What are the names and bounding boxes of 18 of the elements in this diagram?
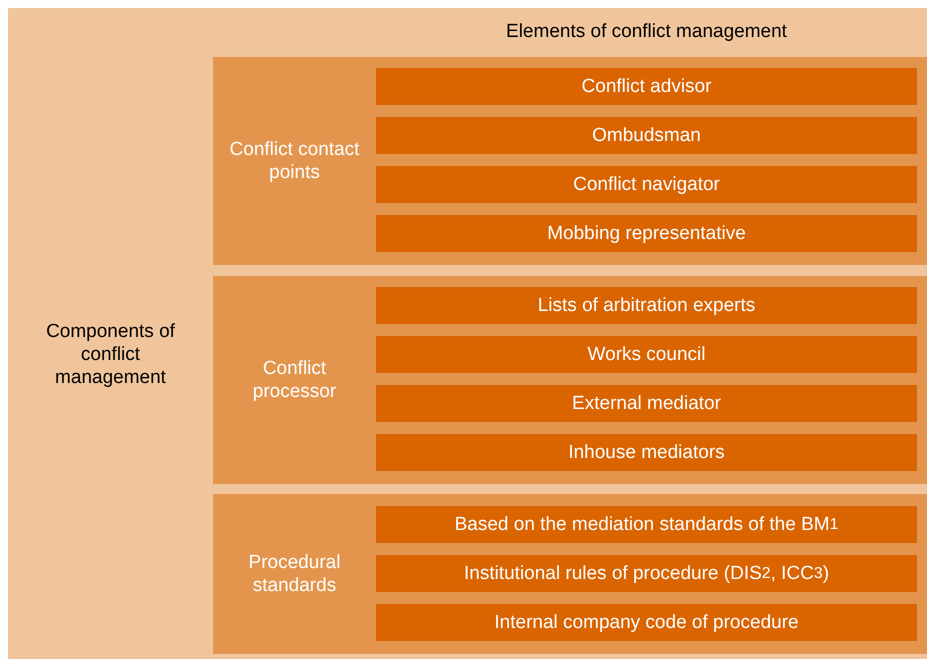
category-title: Conflict processor — [252, 357, 338, 403]
row-heading: Components of conflict management — [45, 320, 176, 389]
element-box: Mobbing representative — [376, 215, 917, 252]
element-box: Conflict navigator — [376, 166, 917, 203]
category-panel — [213, 276, 927, 484]
category-panel — [213, 494, 927, 654]
element-box: Works council — [376, 336, 917, 373]
category-panel — [213, 57, 927, 265]
element-box: Ombudsman — [376, 117, 917, 154]
heading: Elements of conflict management — [505, 20, 788, 43]
diagram-background — [8, 8, 927, 659]
element-box: Lists of arbitration experts — [376, 287, 917, 324]
element-box: External mediator — [376, 385, 917, 422]
element-box: Inhouse mediators — [376, 434, 917, 471]
element-box: Conflict advisor — [376, 68, 917, 105]
category-title: Procedural standards — [248, 551, 342, 597]
element-box: Internal company code of procedure — [376, 604, 917, 641]
category-title: Conflict contact points — [228, 138, 360, 184]
